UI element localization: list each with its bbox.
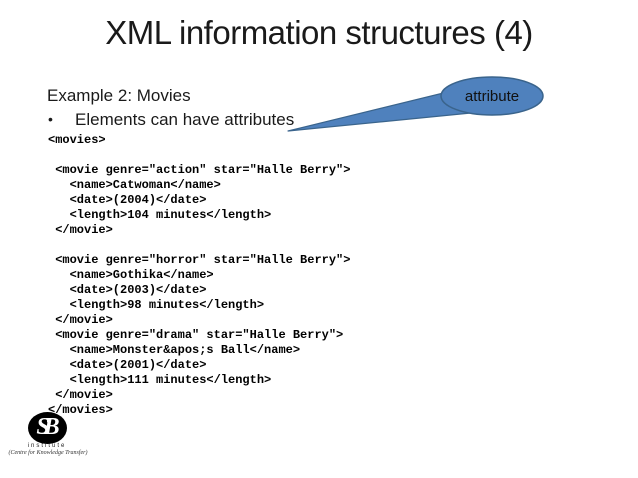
code-line: <length>111 minutes</length> bbox=[48, 373, 272, 387]
code-line: </movie> bbox=[48, 223, 113, 237]
sb-logo-icon: SB bbox=[28, 412, 67, 444]
code-line: <name>Monster&apos;s Ball</name> bbox=[48, 343, 301, 357]
logo-tagline: (Centre for Knowledge Transfer) bbox=[8, 450, 88, 456]
bullet-item: • Elements can have attributes bbox=[48, 110, 294, 130]
code-line bbox=[48, 148, 350, 163]
code-line: <date>(2001)</date> bbox=[48, 358, 207, 372]
slide-title: XML information structures (4) bbox=[105, 14, 533, 51]
callout-bubble bbox=[440, 76, 544, 116]
callout-label: attribute bbox=[465, 88, 519, 105]
logo-institute-label: institute bbox=[27, 443, 67, 449]
code-line: <name>Gothika</name> bbox=[48, 268, 214, 282]
xml-code-block: <movies> <movie genre="action" star="Hal… bbox=[48, 133, 350, 418]
code-line: </movie> bbox=[48, 388, 113, 402]
example-label: Example 2: Movies bbox=[47, 86, 191, 105]
code-line: <length>104 minutes</length> bbox=[48, 208, 272, 222]
code-line: </movies> bbox=[48, 403, 113, 417]
bullet-glyph: • bbox=[48, 111, 53, 127]
code-line: <movie genre="action" star="Halle Berry"… bbox=[48, 163, 351, 177]
code-line: <date>(2003)</date> bbox=[48, 283, 207, 297]
code-line bbox=[48, 238, 350, 253]
code-line: <name>Catwoman</name> bbox=[48, 178, 221, 192]
code-line: </movie> bbox=[48, 313, 113, 327]
code-line: <movie genre="horror" star="Halle Berry"… bbox=[48, 253, 351, 267]
code-line: <movie genre="drama" star="Halle Berry"> bbox=[48, 328, 344, 342]
code-line: <length>98 minutes</length> bbox=[48, 298, 265, 312]
code-line: <date>(2004)</date> bbox=[48, 193, 207, 207]
bullet-text: Elements can have attributes bbox=[75, 110, 295, 129]
attribute-callout: attribute bbox=[287, 76, 544, 132]
logo-monogram: SB bbox=[36, 414, 59, 440]
code-line: <movies> bbox=[48, 133, 106, 147]
